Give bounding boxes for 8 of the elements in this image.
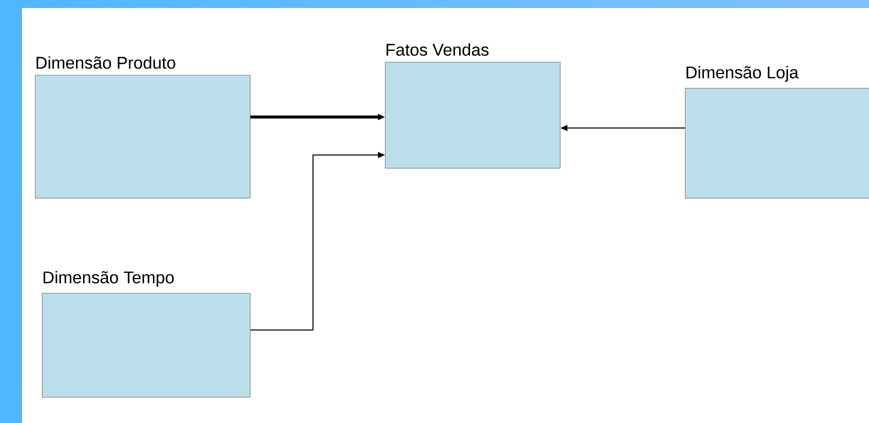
entity-box: [35, 56, 250, 198]
box-heading: Dimensão Tempo: [44, 270, 174, 287]
entity-box: [385, 43, 560, 168]
box-heading: Dimensão Produto: [36, 56, 176, 69]
box-heading: Fatos Vendas: [386, 43, 489, 56]
entity-box: [685, 66, 869, 198]
entity-box: [42, 270, 250, 398]
box-heading: Dimensão Loja: [686, 66, 799, 82]
